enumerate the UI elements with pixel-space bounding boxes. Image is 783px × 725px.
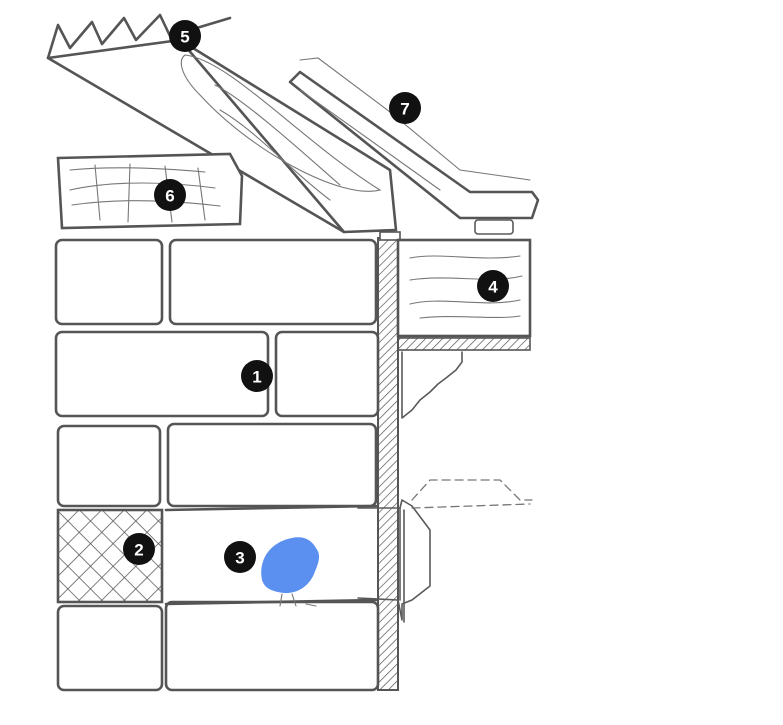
marker-4: 4: [477, 270, 509, 302]
bird-icon: [261, 537, 320, 607]
hatched-wall-section: [377, 231, 401, 691]
marker-5: 5: [169, 20, 201, 52]
marker-7-label: 7: [400, 100, 409, 119]
marker-4-label: 4: [488, 278, 498, 297]
top-left-block: [56, 152, 244, 230]
floor-joist-beam: [396, 238, 532, 419]
marker-3: 3: [224, 541, 256, 573]
marker-6: 6: [154, 179, 186, 211]
roof-overhang: [288, 57, 540, 235]
marker-1: 1: [241, 360, 273, 392]
brick-wall: [54, 238, 380, 692]
marker-2: 2: [123, 533, 155, 565]
marker-2-label: 2: [134, 541, 143, 560]
marker-3-label: 3: [235, 549, 244, 568]
roof-coping-stone: [46, 13, 398, 234]
marker-7: 7: [389, 92, 421, 124]
nest-box-fixture: [357, 479, 533, 623]
marker-1-label: 1: [252, 368, 261, 387]
marker-5-label: 5: [180, 28, 189, 47]
marker-6-label: 6: [165, 187, 174, 206]
